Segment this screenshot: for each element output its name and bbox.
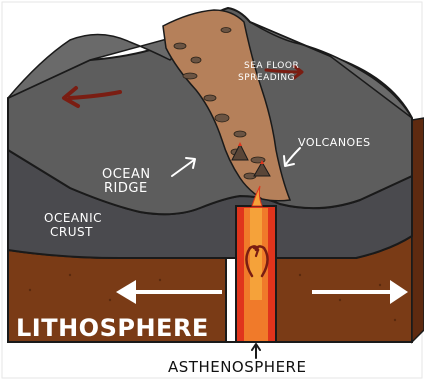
oceanic-crust-label-line2: CRUST	[50, 225, 93, 239]
lithosphere-label: LITHOSPHERE	[16, 314, 209, 342]
volcanoes-label: VOLCANOES	[298, 136, 371, 149]
lithosphere-right-face	[412, 118, 424, 342]
ocean-ridge-label-line2: RIDGE	[104, 181, 148, 196]
sea-floor-label-line1: SEA FLOOR	[244, 61, 299, 71]
sea-floor-label-line2: SPREADING	[238, 73, 295, 83]
asthenosphere-label: ASTHENOSPHERE	[168, 358, 306, 376]
ocean-ridge-label-line1: OCEAN	[102, 167, 151, 182]
oceanic-crust-label-line1: OCEANIC	[44, 211, 102, 225]
